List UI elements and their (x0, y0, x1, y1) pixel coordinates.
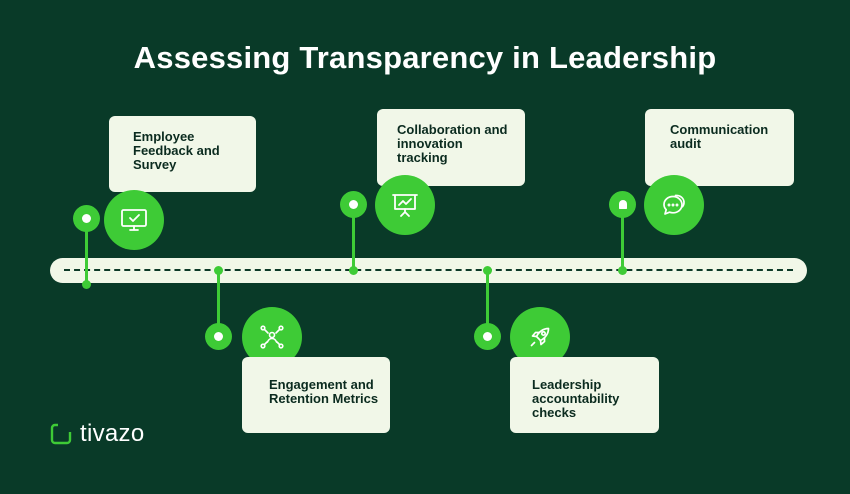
logo-text: tivazo (80, 420, 145, 447)
chat-bubbles-icon (644, 175, 704, 235)
step-card: Employee Feedback and Survey (109, 116, 256, 192)
connector-node (474, 323, 501, 350)
connector-node (205, 323, 232, 350)
connector-node (340, 191, 367, 218)
step-card: Engagement and Retention Metrics (242, 357, 390, 433)
presentation-chart-icon (375, 175, 435, 235)
connector-line (352, 205, 355, 271)
connector-node (609, 191, 636, 218)
connector-line (85, 219, 88, 285)
step-card: Communication audit (645, 109, 794, 186)
timeline-dot (82, 280, 91, 289)
connector-line (217, 270, 220, 336)
connector-line (486, 270, 489, 336)
step-card: Collaboration and innovation tracking (377, 109, 525, 186)
timeline-dot (349, 266, 358, 275)
monitor-check-icon (104, 190, 164, 250)
timeline-dot (214, 266, 223, 275)
timeline-dashed-line (64, 269, 793, 271)
tivazo-logo-mark-icon (50, 423, 72, 445)
connector-line (621, 205, 624, 271)
timeline-track (50, 258, 807, 283)
timeline-dot (618, 266, 627, 275)
connector-node (73, 205, 100, 232)
timeline-dot (483, 266, 492, 275)
page-title: Assessing Transparency in Leadership (133, 40, 717, 75)
step-card: Leadership accountability checks (510, 357, 659, 433)
